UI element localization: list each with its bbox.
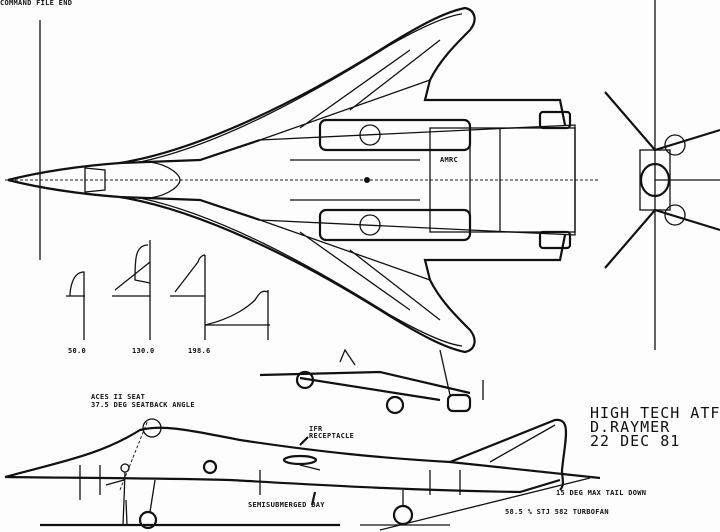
plan-view xyxy=(5,6,600,354)
ifr-note-line1: IFR xyxy=(309,425,323,433)
mid-side-view xyxy=(259,348,484,415)
cross-sections xyxy=(66,240,270,340)
station-label: 198.6 xyxy=(188,347,211,355)
front-view xyxy=(604,0,720,350)
station-label: 50.0 xyxy=(68,347,87,355)
station-label: 130.0 xyxy=(132,347,155,355)
seat-note-line2: 37.5 DEG SEATBACK ANGLE xyxy=(91,401,195,409)
side-view xyxy=(4,418,601,531)
drawing-title: HIGH TECH ATF xyxy=(590,404,720,422)
seat-note-line1: ACES II SEAT xyxy=(91,393,146,401)
bay-note: SEMISUBMERGED BAY xyxy=(248,501,325,509)
command-file-end-text: COMMAND FILE END xyxy=(0,0,73,7)
ifr-note-line2: RECEPTACLE xyxy=(309,432,355,440)
drawing-date: 22 DEC 81 xyxy=(590,432,681,450)
amrc-bay-label: AMRC xyxy=(440,156,459,164)
engine-note: 58.5 % STJ 582 TURBOFAN xyxy=(505,508,609,516)
tail-down-note: 15 DEG MAX TAIL DOWN xyxy=(556,489,647,497)
drawing-author: D.RAYMER xyxy=(590,418,671,436)
